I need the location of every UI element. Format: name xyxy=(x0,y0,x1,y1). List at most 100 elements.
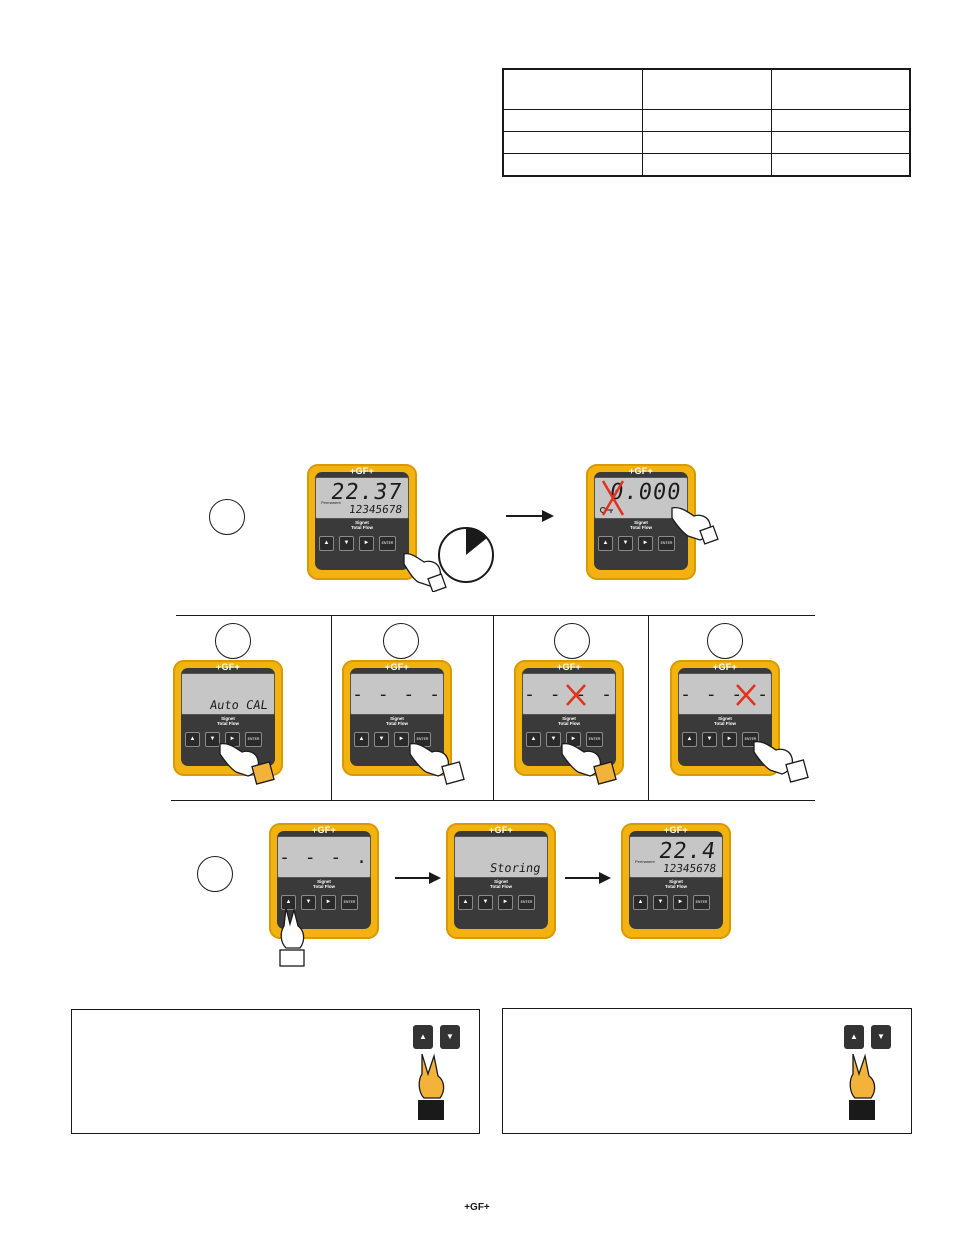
up-key[interactable]: ▲ xyxy=(633,895,648,910)
footer-logo: +GF+ xyxy=(464,1202,490,1213)
table-header-cell xyxy=(502,68,643,110)
down-key[interactable]: ▼ xyxy=(301,895,316,910)
table-cell xyxy=(642,153,772,177)
brand-logo: +GF+ xyxy=(488,825,514,835)
down-key[interactable]: ▼ xyxy=(374,732,389,747)
down-key[interactable]: ▼ xyxy=(478,895,493,910)
model-sublabel: Total Flow xyxy=(558,721,580,726)
up-key: ▲ xyxy=(413,1025,433,1049)
brand-logo: +GF+ xyxy=(349,466,375,476)
down-key[interactable]: ▼ xyxy=(546,732,561,747)
brand-logo: +GF+ xyxy=(712,662,738,672)
down-key[interactable]: ▼ xyxy=(205,732,220,747)
lcd-display: 22.4 Permanent 12345678 xyxy=(629,836,723,878)
right-key[interactable]: ► xyxy=(359,536,374,551)
right-key[interactable]: ► xyxy=(638,536,653,551)
table-header-cell xyxy=(771,68,911,110)
display-message: Storing xyxy=(489,861,542,875)
model-label: Signet xyxy=(634,520,648,525)
brand-logo: +GF+ xyxy=(384,662,410,672)
down-key[interactable]: ▼ xyxy=(618,536,633,551)
right-key[interactable]: ► xyxy=(566,732,581,747)
model-sublabel: Total Flow xyxy=(665,884,687,889)
up-key[interactable]: ▲ xyxy=(319,536,334,551)
right-key[interactable]: ► xyxy=(673,895,688,910)
right-key[interactable]: ► xyxy=(498,895,513,910)
right-key[interactable]: ► xyxy=(321,895,336,910)
enter-key[interactable]: ENTER xyxy=(341,895,358,910)
down-key[interactable]: ▼ xyxy=(339,536,354,551)
two-finger-hand-icon xyxy=(849,1053,876,1120)
up-key[interactable]: ▲ xyxy=(185,732,200,747)
lcd-display: - - - - xyxy=(522,673,616,715)
right-key[interactable]: ► xyxy=(394,732,409,747)
table-cell xyxy=(502,109,643,132)
step-circle-2 xyxy=(215,623,251,659)
divider xyxy=(176,615,815,616)
note-box-right: ▲ ▼ xyxy=(502,1008,912,1134)
step-circle-6 xyxy=(197,856,233,892)
table-cell xyxy=(642,131,772,154)
hand-press-icon xyxy=(671,506,719,545)
hand-press-icon xyxy=(409,742,465,785)
hand-press-icon xyxy=(753,740,809,783)
up-key[interactable]: ▲ xyxy=(526,732,541,747)
lcd-display: Auto CAL xyxy=(181,673,275,715)
divider xyxy=(648,615,649,800)
right-key[interactable]: ► xyxy=(722,732,737,747)
step-circle-5 xyxy=(707,623,743,659)
step-circle-1 xyxy=(209,499,245,535)
divider xyxy=(331,615,332,800)
model-label: Signet xyxy=(317,879,331,884)
up-key[interactable]: ▲ xyxy=(354,732,369,747)
timer-clock-icon xyxy=(438,527,494,583)
down-key[interactable]: ▼ xyxy=(702,732,717,747)
enter-key[interactable]: ENTER xyxy=(414,732,431,747)
enter-key[interactable]: ENTER xyxy=(245,732,262,747)
enter-key[interactable]: ENTER xyxy=(586,732,603,747)
display-totalizer: 12345678 xyxy=(662,862,717,875)
brand-logo: +GF+ xyxy=(663,825,689,835)
up-key[interactable]: ▲ xyxy=(682,732,697,747)
table-cell xyxy=(771,131,911,154)
display-message: Auto CAL xyxy=(209,698,269,712)
model-label: Signet xyxy=(221,716,235,721)
hand-press-icon xyxy=(403,552,447,592)
model-sublabel: Total Flow xyxy=(313,884,335,889)
two-finger-hand-icon xyxy=(279,907,305,967)
lcd-display: - - - - xyxy=(678,673,772,715)
display-dashes: - - - . xyxy=(279,847,369,868)
up-key[interactable]: ▲ xyxy=(458,895,473,910)
table-cell xyxy=(642,109,772,132)
blink-digit-marker xyxy=(736,684,756,706)
enter-key[interactable]: ENTER xyxy=(658,536,675,551)
model-label: Signet xyxy=(562,716,576,721)
spec-table xyxy=(502,68,911,177)
display-tag: Permanent xyxy=(635,859,655,864)
down-key[interactable]: ▼ xyxy=(653,895,668,910)
brand-logo: +GF+ xyxy=(556,662,582,672)
table-cell xyxy=(502,131,643,154)
lcd-display: - - - . xyxy=(277,836,371,878)
model-sublabel: Total Flow xyxy=(490,884,512,889)
arrow-right-icon xyxy=(506,510,554,522)
up-key[interactable]: ▲ xyxy=(598,536,613,551)
model-label: Signet xyxy=(390,716,404,721)
divider xyxy=(493,615,494,800)
model-label: Signet xyxy=(494,879,508,884)
step-circle-4 xyxy=(554,623,590,659)
lcd-display: 0.000 xyxy=(594,477,688,519)
lcd-display: Storing xyxy=(454,836,548,878)
model-label: Signet xyxy=(355,520,369,525)
display-totalizer: 12345678 xyxy=(348,503,403,516)
table-header-cell xyxy=(642,68,772,110)
table-cell xyxy=(771,109,911,132)
up-key[interactable]: ▲ xyxy=(281,895,296,910)
enter-key[interactable]: ENTER xyxy=(518,895,535,910)
lcd-display: 22.37 Permanent 12345678 xyxy=(315,477,409,519)
enter-key[interactable]: ENTER xyxy=(379,536,396,551)
enter-key[interactable]: ENTER xyxy=(693,895,710,910)
display-dashes: - - - - xyxy=(352,684,442,705)
